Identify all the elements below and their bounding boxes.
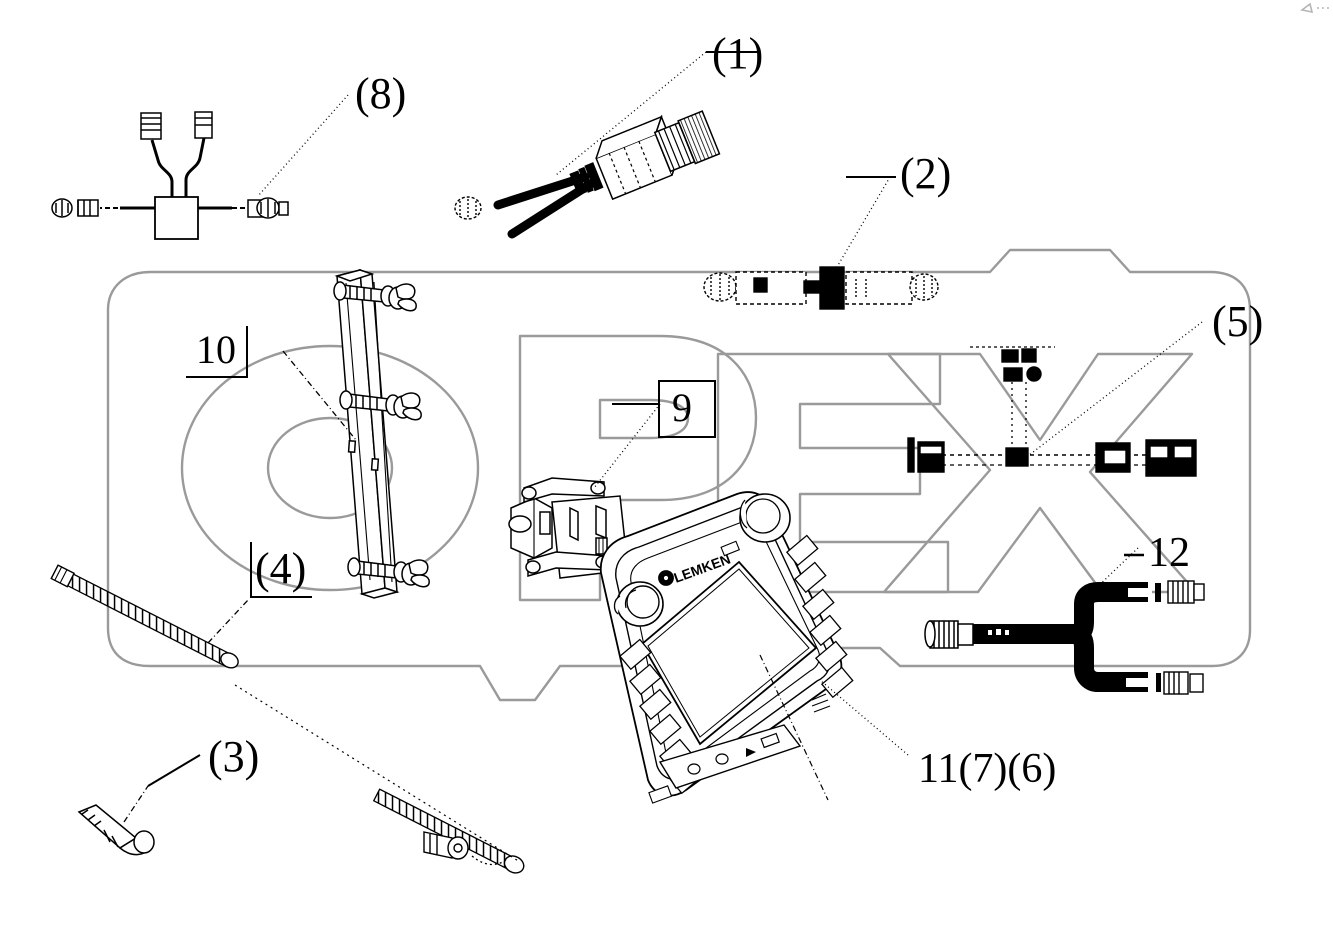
opex-watermark xyxy=(106,248,1252,702)
callout-label-8: (8) xyxy=(355,69,407,118)
leader-line-5 xyxy=(1027,321,1203,457)
callout-label-10: 10 xyxy=(196,327,236,372)
part-2-inline-cable-connector xyxy=(703,266,939,310)
leader-line-2 xyxy=(833,176,891,273)
part-12-y-split-cable-harness xyxy=(924,580,1205,695)
callout-label-4: (4) xyxy=(255,544,307,593)
leader-line-4 xyxy=(207,599,249,644)
leader-line-8 xyxy=(257,94,349,197)
leader-line-10 xyxy=(282,350,357,441)
leader-line-11 xyxy=(819,679,909,756)
part-8-junction-box-harness xyxy=(51,111,289,240)
callout-label-11-7-6: 11(7)(6) xyxy=(918,746,1057,792)
callout-frame-4 xyxy=(250,542,312,598)
leader-tail-3 xyxy=(147,754,201,787)
leader-line-9 xyxy=(593,403,661,489)
callout-frame-9 xyxy=(658,380,716,438)
callout-label-5: (5) xyxy=(1212,297,1264,346)
leader-line-1 xyxy=(555,51,707,176)
callout-label-1: (1) xyxy=(712,29,764,78)
corner-mark xyxy=(1300,2,1330,14)
callout-label-2: (2) xyxy=(900,149,952,198)
part-3-terminating-plug xyxy=(77,804,155,856)
leader-line-4b xyxy=(234,684,521,863)
leader-line-11b xyxy=(759,654,829,801)
callout-label-9: 9 xyxy=(672,385,692,430)
callout-label-3: (3) xyxy=(208,732,260,781)
leader-line-3 xyxy=(123,785,149,823)
callout-frame-10 xyxy=(186,326,248,378)
part-1-cable-connector-assembly xyxy=(454,110,721,239)
part-4-flexible-gooseneck-rods xyxy=(50,564,525,874)
part-5-extension-cable xyxy=(907,346,1197,477)
part-10-mounting-rail xyxy=(333,268,430,599)
callout-label-12: 12 xyxy=(1148,530,1190,576)
part-11-terminal-display-unit: LEMKEN xyxy=(599,491,854,804)
